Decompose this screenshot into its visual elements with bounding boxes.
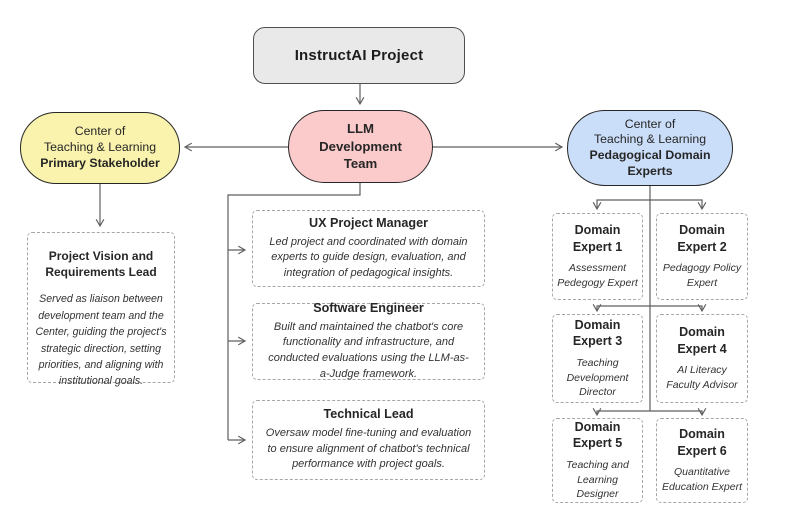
expert-subtitle: AI Literacy Faculty Advisor	[666, 364, 738, 391]
role-description: Led project and coordinated with domain …	[269, 235, 468, 279]
experts-hub-line-2: Teaching & Learning	[593, 132, 707, 147]
experts-hub-line-4: Experts	[627, 163, 673, 178]
role-description: Oversaw model fine-tuning and evaluation…	[265, 427, 472, 471]
expert-title: Domain Expert 3	[572, 317, 623, 349]
node-domain-expert-1: Domain Expert 1 Assessment Pedegogy Expe…	[552, 213, 643, 300]
connector-experts-row-1	[592, 199, 707, 211]
root-node-instructai-project: InstructAI Project	[253, 27, 465, 84]
expert-title: Domain Expert 2	[677, 223, 727, 254]
node-ux-project-manager: UX Project Manager Led project and coord…	[252, 210, 485, 287]
expert-subtitle: Teaching Development Director	[566, 356, 629, 399]
stakeholder-line-2: Teaching & Learning	[43, 140, 157, 154]
expert-subtitle: Teaching and Learning Designer	[566, 458, 629, 501]
experts-hub-line-3: Pedagogical Domain	[589, 148, 711, 162]
experts-hub-line-1: Center of	[624, 116, 676, 131]
stakeholder-line-3: Primary Stakeholder	[40, 155, 160, 170]
team-label: LLM Development Team	[319, 120, 402, 172]
node-domain-expert-2: Domain Expert 2 Pedagogy Policy Expert	[656, 213, 748, 300]
node-llm-development-team: LLM Development Team	[288, 110, 433, 183]
role-title: UX Project Manager	[309, 215, 428, 230]
vision-lead-description: Served as liaison between development te…	[35, 293, 167, 388]
node-domain-expert-4: Domain Expert 4 AI Literacy Faculty Advi…	[656, 314, 748, 403]
expert-title: Domain Expert 1	[572, 223, 623, 254]
root-node-label: InstructAI Project	[294, 47, 424, 64]
connector-team-spine	[227, 183, 361, 440]
connector-experts-row-3	[592, 407, 707, 417]
expert-subtitle: Assessment Pedegogy Expert	[557, 262, 638, 289]
node-primary-stakeholder: Center of Teaching & Learning Primary St…	[20, 112, 180, 184]
expert-subtitle: Quantitative Education Expert	[662, 466, 742, 493]
expert-subtitle: Pedagogy Policy Expert	[662, 262, 742, 289]
node-technical-lead: Technical Lead Oversaw model fine-tuning…	[252, 400, 485, 480]
expert-title: Domain Expert 5	[572, 419, 623, 451]
node-pedagogical-domain-experts: Center of Teaching & Learning Pedagogica…	[567, 110, 733, 186]
role-title: Technical Lead	[323, 407, 414, 422]
role-description: Built and maintained the chatbot's core …	[268, 320, 469, 380]
node-project-vision-lead: Project Vision and Requirements Lead Ser…	[27, 232, 175, 387]
connector-experts-row-2	[592, 303, 707, 313]
stakeholder-line-1: Center of	[74, 124, 126, 139]
expert-title: Domain Expert 4	[677, 325, 727, 356]
node-domain-expert-6: Domain Expert 6 Quantitative Education E…	[656, 418, 748, 503]
node-domain-expert-5: Domain Expert 5 Teaching and Learning De…	[552, 418, 643, 503]
expert-title: Domain Expert 6	[677, 427, 727, 458]
role-title: Software Engineer	[313, 300, 424, 315]
vision-lead-title: Project Vision and Requirements Lead	[45, 249, 157, 280]
node-domain-expert-3: Domain Expert 3 Teaching Development Dir…	[552, 314, 643, 403]
node-software-engineer: Software Engineer Built and maintained t…	[252, 300, 485, 380]
